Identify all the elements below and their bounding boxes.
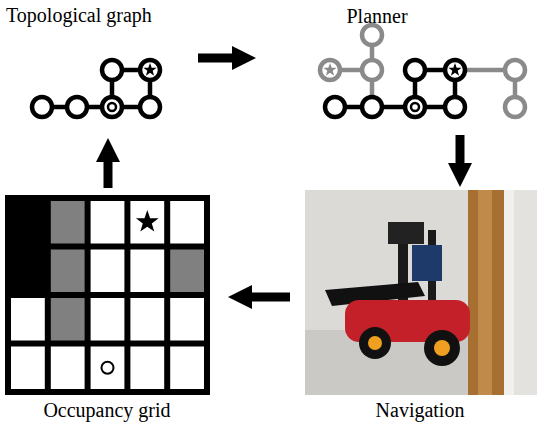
graph-vertex: [362, 60, 382, 80]
graph-vertex: [445, 60, 465, 80]
grid-cell: [130, 250, 164, 293]
panel: Planner: [256, 0, 535, 135]
grid-cell: [91, 298, 125, 341]
goal-star: [136, 210, 159, 232]
grid-cell: [91, 347, 125, 390]
topological-graph: [32, 60, 160, 117]
panel: Topological graph: [2, 0, 198, 138]
robot-photo: [305, 190, 537, 395]
grid-cell: [91, 201, 125, 244]
grid-cell: [11, 347, 45, 390]
panel: Occupancy grid: [2, 188, 228, 426]
graph-vertex: [67, 97, 87, 117]
grid-frame: [5, 195, 210, 395]
graph-vertex: [445, 97, 465, 117]
wheel-hub: [368, 336, 382, 350]
graph-edge: [335, 105, 455, 110]
grid-cell: [130, 347, 164, 390]
wall: [305, 190, 537, 395]
grid-cell: [170, 298, 204, 341]
flow-arrow: [456, 135, 465, 169]
grid-cell: [11, 298, 45, 341]
wheel-hub: [434, 340, 450, 356]
graph-vertex: [102, 60, 122, 80]
grid-cell: [51, 347, 85, 390]
robot-marker: [102, 362, 114, 374]
panel-caption: Occupancy grid: [43, 398, 170, 422]
grid-cell: [51, 250, 85, 293]
planner-candidates: [320, 25, 525, 117]
robot-sensor: [412, 245, 442, 281]
grid-cell: [51, 298, 85, 341]
robot-marker: [108, 103, 116, 111]
occupancy-grid: [5, 195, 210, 395]
panel-caption: Planner: [346, 4, 407, 28]
planner-known: [325, 60, 465, 117]
door-shade: [478, 190, 492, 395]
goal-star: [323, 63, 336, 76]
wheel: [424, 330, 460, 366]
graph-vertex: [325, 97, 345, 117]
graph-vertex: [140, 60, 160, 80]
graph-vertex: [505, 97, 525, 117]
graph-edge: [42, 105, 150, 110]
grid-cell: [170, 250, 204, 293]
graph-vertex: [405, 97, 425, 117]
graph-vertex: [320, 60, 340, 80]
flow-arrow: [104, 156, 113, 188]
robot-marker: [411, 103, 419, 111]
planner-graph: [320, 25, 525, 117]
graph-vertex: [102, 97, 122, 117]
panel: Navigation: [290, 187, 537, 426]
door-frame: [504, 190, 514, 395]
grid-cell: [130, 298, 164, 341]
grid-cell: [51, 201, 85, 244]
grid-cell: [91, 250, 125, 293]
graph-vertex: [405, 60, 425, 80]
flow-arrow: [198, 54, 238, 63]
goal-star: [143, 63, 156, 76]
robot-arm: [388, 222, 424, 244]
flow-arrow: [246, 293, 290, 302]
grid-cell: [170, 347, 204, 390]
grid-cell: [170, 201, 204, 244]
panel-caption: Navigation: [376, 398, 465, 422]
graph-vertex: [32, 97, 52, 117]
goal-star: [448, 63, 461, 76]
graph-vertex: [140, 97, 160, 117]
graph-vertex: [362, 97, 382, 117]
graph-vertex: [362, 25, 382, 45]
wall: [514, 190, 537, 395]
grid-cell: [130, 201, 164, 244]
door: [468, 190, 504, 395]
wheel: [359, 327, 391, 359]
panel-caption: Topological graph: [6, 3, 152, 27]
graph-vertex: [505, 60, 525, 80]
